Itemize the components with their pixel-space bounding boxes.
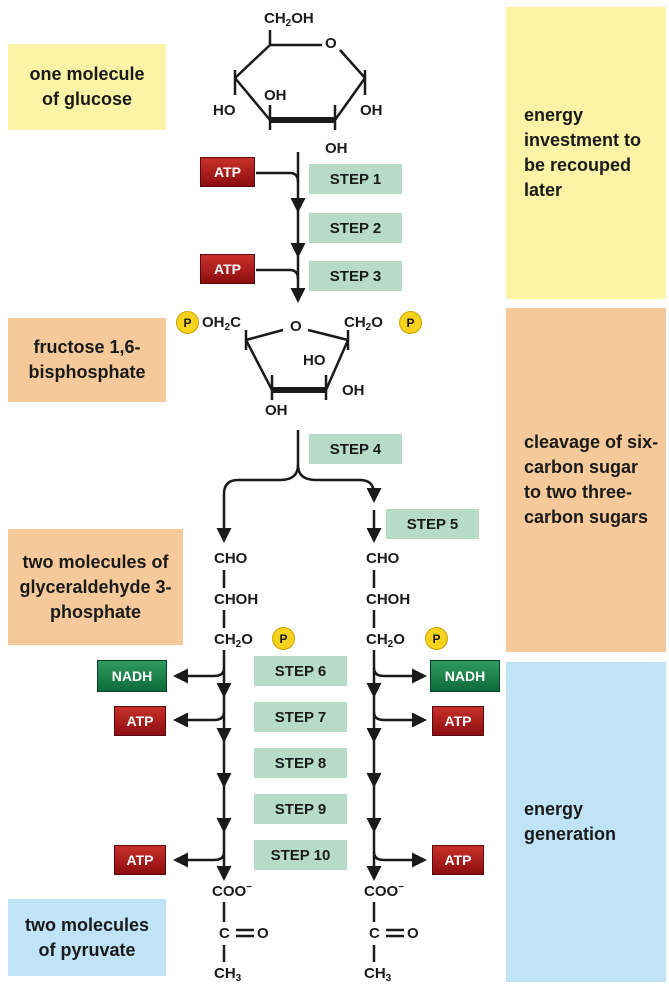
phosphate-icon: P [399, 311, 422, 334]
atp-token: ATP [200, 254, 255, 284]
pyruvate-left-coo: COO− [212, 882, 253, 900]
fructose-oh-bottom: OH [265, 402, 288, 419]
step-2: STEP 2 [309, 213, 402, 243]
label-energy-generation: energy generation [506, 662, 666, 982]
fructose-oh2c: OH2C [202, 314, 241, 333]
label-one-glucose: one molecule of glucose [8, 44, 166, 130]
fructose-oh-right: OH [342, 382, 365, 399]
step-9: STEP 9 [254, 794, 347, 824]
step-3: STEP 3 [309, 261, 402, 291]
fructose-ring [244, 328, 350, 400]
atp-token: ATP [432, 706, 484, 736]
label-fructose: fructose 1,6-bisphosphate [8, 318, 166, 402]
glucose-oh-right: OH [360, 102, 383, 119]
label-cleavage: cleavage of six-carbon sugar to two thre… [506, 308, 666, 652]
step-5: STEP 5 [386, 509, 479, 539]
step-1: STEP 1 [309, 164, 402, 194]
pyruvate-left-c: C [219, 925, 230, 942]
fructose-ho: HO [303, 352, 326, 369]
phosphate-icon: P [425, 627, 448, 650]
atp-token: ATP [114, 706, 166, 736]
g3p-left-ch2o: CH2O [214, 631, 253, 650]
glucose-ho: HO [213, 102, 236, 119]
nadh-token: NADH [97, 660, 167, 692]
pyruvate-right-ch3: CH3 [364, 965, 392, 984]
step-4: STEP 4 [309, 434, 402, 464]
step-10: STEP 10 [254, 840, 347, 870]
g3p-right-cho: CHO [366, 550, 400, 567]
label-pyruvate: two molecules of pyruvate [8, 899, 166, 976]
step-7: STEP 7 [254, 702, 347, 732]
pyruvate-right-coo: COO− [364, 882, 405, 900]
pyruvate-left-o: O [257, 925, 269, 942]
fructose-ch2o: CH2O [344, 314, 383, 333]
glucose-ring-o: O [325, 35, 337, 52]
label-glyceraldehyde: two molecules of glyceraldehyde 3-phosph… [8, 529, 183, 645]
pyruvate-right-o: O [407, 925, 419, 942]
g3p-left-cho: CHO [214, 550, 248, 567]
atp-token: ATP [114, 845, 166, 875]
glucose-oh-bottom: OH [325, 140, 348, 157]
nadh-token: NADH [430, 660, 500, 692]
atp-token: ATP [200, 157, 255, 187]
phosphate-icon: P [272, 627, 295, 650]
step-8: STEP 8 [254, 748, 347, 778]
glucose-ring [233, 30, 367, 130]
label-energy-investment: energy investment to be recouped later [506, 7, 666, 299]
glucose-oh-top: OH [264, 87, 287, 104]
glucose-ch2oh: CH2OH [264, 10, 314, 29]
step-6: STEP 6 [254, 656, 347, 686]
phosphate-icon: P [176, 311, 199, 334]
atp-token: ATP [432, 845, 484, 875]
g3p-left-choh: CHOH [214, 591, 259, 608]
g3p-right-choh: CHOH [366, 591, 411, 608]
g3p-right-ch2o: CH2O [366, 631, 405, 650]
pyruvate-left-ch3: CH3 [214, 965, 242, 984]
pyruvate-right-c: C [369, 925, 380, 942]
fructose-ring-o: O [290, 318, 302, 335]
